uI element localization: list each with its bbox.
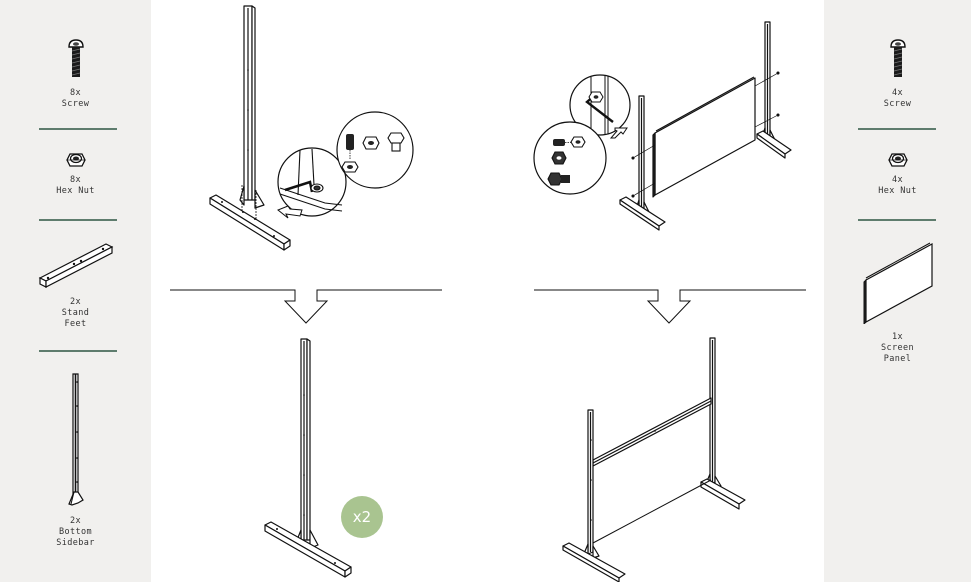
part-stand-feet: 2x Stand Feet xyxy=(0,240,151,330)
part-label: 2x Bottom Sidebar xyxy=(56,516,95,548)
parts-list-left: 8x Screw 8x Hex Nut 2x Stand Feet xyxy=(0,0,151,582)
down-arrow-icon xyxy=(534,289,806,324)
part-screw: 4x Screw xyxy=(824,38,971,110)
divider xyxy=(858,219,936,221)
part-screw: 8x Screw xyxy=(0,38,151,110)
step-arrow-1 xyxy=(170,286,442,326)
part-label: 1x Screen Panel xyxy=(880,332,915,364)
part-label: 4x Hex Nut xyxy=(878,175,917,196)
part-hex-nut: 8x Hex Nut xyxy=(0,150,151,197)
divider xyxy=(858,128,936,130)
stand-feet-icon xyxy=(38,243,113,288)
part-hex-nut: 4x Hex Nut xyxy=(824,150,971,197)
step-arrow-2 xyxy=(534,286,806,326)
part-label: 4x Screw xyxy=(883,88,912,109)
divider xyxy=(39,350,117,352)
bottom-sidebar-icon xyxy=(67,373,84,506)
screen-panel-icon xyxy=(863,242,933,324)
part-label: 8x Hex Nut xyxy=(56,175,95,196)
quantity-badge: x2 xyxy=(341,496,383,538)
part-screen-panel: 1x Screen Panel xyxy=(824,242,971,365)
step-1-result-illustration xyxy=(255,335,365,580)
divider xyxy=(39,219,117,221)
divider xyxy=(39,128,117,130)
step-2-result-illustration xyxy=(555,330,755,582)
down-arrow-icon xyxy=(170,289,442,324)
part-label: 2x Stand Feet xyxy=(61,297,90,329)
screw-icon xyxy=(889,39,906,77)
step-1-illustration xyxy=(160,0,450,260)
hex-nut-icon xyxy=(65,153,86,167)
parts-list-right: 4x Screw 4x Hex Nut 1x Screen Panel xyxy=(824,0,971,582)
step-2-illustration xyxy=(525,0,815,260)
part-bottom-sidebar: 2x Bottom Sidebar xyxy=(0,372,151,549)
hex-nut-icon xyxy=(887,153,908,167)
part-label: 8x Screw xyxy=(61,88,90,109)
screw-icon xyxy=(67,39,84,77)
